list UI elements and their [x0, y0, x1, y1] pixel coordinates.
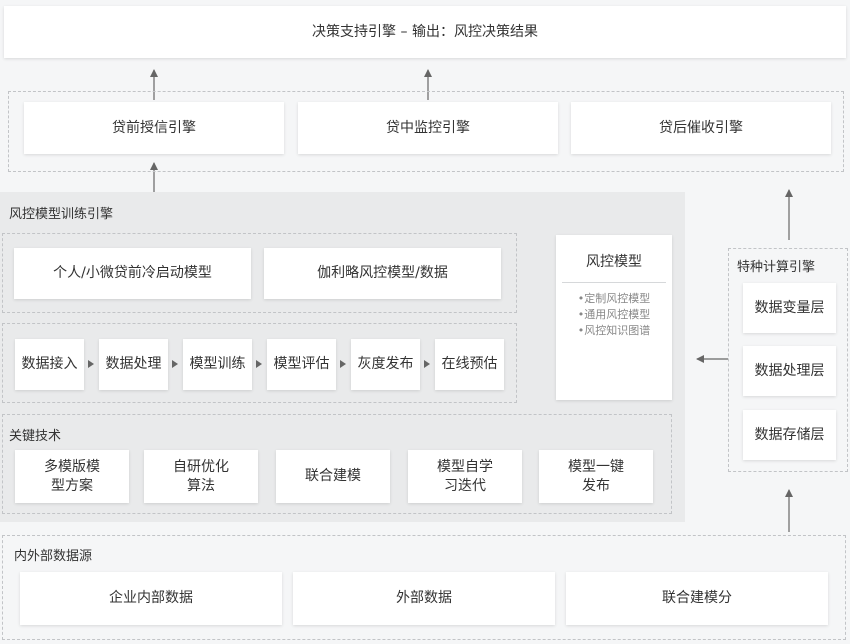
step-gray-release: 灰度发布: [351, 339, 420, 390]
cold-start-model: 个人/小微贷前冷启动模型: [14, 248, 251, 299]
step-online-predict: 在线预估: [435, 339, 504, 390]
step-arrow-icon: [88, 360, 94, 368]
data-storage-layer: 数据存储层: [743, 410, 836, 460]
key-tech-item-line: 算法: [187, 477, 215, 494]
internal-data-label: 企业内部数据: [109, 590, 193, 607]
key-tech-item-line: 自研优化: [173, 458, 229, 475]
step-arrow-icon: [172, 360, 178, 368]
key-tech-item-line: 习迭代: [444, 477, 486, 494]
pre-loan-engine: 贷前授信引擎: [24, 102, 284, 154]
data-sources-title: 内外部数据源: [14, 549, 93, 564]
step-model-evaluation-label: 模型评估: [273, 356, 330, 373]
key-tech-item-line: 联合建模: [305, 468, 361, 485]
risk-model-list: •定制风控模型 •通用风控模型 •风控知识图谱: [578, 291, 651, 339]
step-gray-release-label: 灰度发布: [357, 356, 414, 373]
risk-model-card: 风控模型 •定制风控模型 •通用风控模型 •风控知识图谱: [556, 235, 672, 400]
pre-loan-engine-label: 贷前授信引擎: [112, 119, 196, 136]
cold-start-model-label: 个人/小微贷前冷启动模型: [53, 265, 212, 282]
galileo-model: 伽利略风控模型/数据: [264, 248, 501, 299]
data-variable-layer: 数据变量层: [743, 283, 836, 333]
post-loan-engine-label: 贷后催收引擎: [659, 119, 743, 136]
risk-model-item: •风控知识图谱: [577, 323, 651, 337]
models-subregion: [2, 233, 517, 313]
key-tech-title: 关键技术: [9, 429, 62, 444]
risk-model-title: 风控模型: [586, 254, 642, 270]
in-loan-engine: 贷中监控引擎: [298, 102, 558, 154]
step-model-evaluation: 模型评估: [267, 339, 336, 390]
post-loan-engine: 贷后催收引擎: [571, 102, 831, 154]
key-tech-item-line: 发布: [582, 477, 610, 494]
key-tech-item-line: 模型一键: [568, 458, 624, 475]
external-data-label: 外部数据: [396, 590, 452, 607]
data-processing-layer-label: 数据处理层: [754, 362, 825, 379]
joint-modeling-score-label: 联合建模分: [662, 590, 732, 607]
data-variable-layer-label: 数据变量层: [754, 299, 825, 316]
pipeline-subregion: [2, 323, 517, 403]
external-data-source: 外部数据: [293, 572, 555, 625]
step-data-processing-label: 数据处理: [105, 356, 162, 373]
special-engine-region: [728, 248, 848, 472]
internal-data-source: 企业内部数据: [20, 572, 282, 625]
key-tech-item: 自研优化 算法: [144, 450, 258, 503]
risk-model-item: •定制风控模型: [577, 291, 651, 305]
key-tech-item: 多模版模 型方案: [15, 450, 129, 503]
key-tech-item-line: 多模版模: [44, 458, 100, 475]
key-tech-region: [2, 414, 672, 514]
risk-model-divider: [562, 281, 666, 283]
data-processing-layer: 数据处理层: [743, 346, 836, 396]
loan-engines-region: [8, 91, 844, 172]
step-arrow-icon: [256, 360, 262, 368]
step-data-ingest: 数据接入: [15, 339, 84, 390]
step-data-ingest-label: 数据接入: [21, 356, 78, 373]
step-arrow-icon: [424, 360, 430, 368]
step-online-predict-label: 在线预估: [441, 356, 498, 373]
decision-engine-label: 决策支持引擎 – 输出：风控决策结果: [312, 23, 538, 40]
special-engine-title: 特种计算引擎: [737, 260, 816, 275]
key-tech-item: 模型一键 发布: [539, 450, 653, 503]
key-tech-item: 模型自学 习迭代: [408, 450, 522, 503]
step-arrow-icon: [340, 360, 346, 368]
step-model-training-label: 模型训练: [189, 356, 246, 373]
step-model-training: 模型训练: [183, 339, 252, 390]
in-loan-engine-label: 贷中监控引擎: [386, 119, 470, 136]
data-sources-region: [2, 535, 846, 640]
decision-engine-box: 决策支持引擎 – 输出：风控决策结果: [4, 6, 846, 58]
key-tech-item: 联合建模: [276, 450, 390, 503]
key-tech-item-line: 模型自学: [437, 458, 493, 475]
key-tech-item-line: 型方案: [51, 477, 93, 494]
galileo-model-label: 伽利略风控模型/数据: [317, 265, 448, 282]
data-storage-layer-label: 数据存储层: [754, 426, 825, 443]
joint-modeling-score-source: 联合建模分: [566, 572, 828, 625]
training-engine-title: 风控模型训练引擎: [9, 207, 114, 222]
step-data-processing: 数据处理: [99, 339, 168, 390]
risk-model-item: •通用风控模型: [577, 307, 651, 321]
